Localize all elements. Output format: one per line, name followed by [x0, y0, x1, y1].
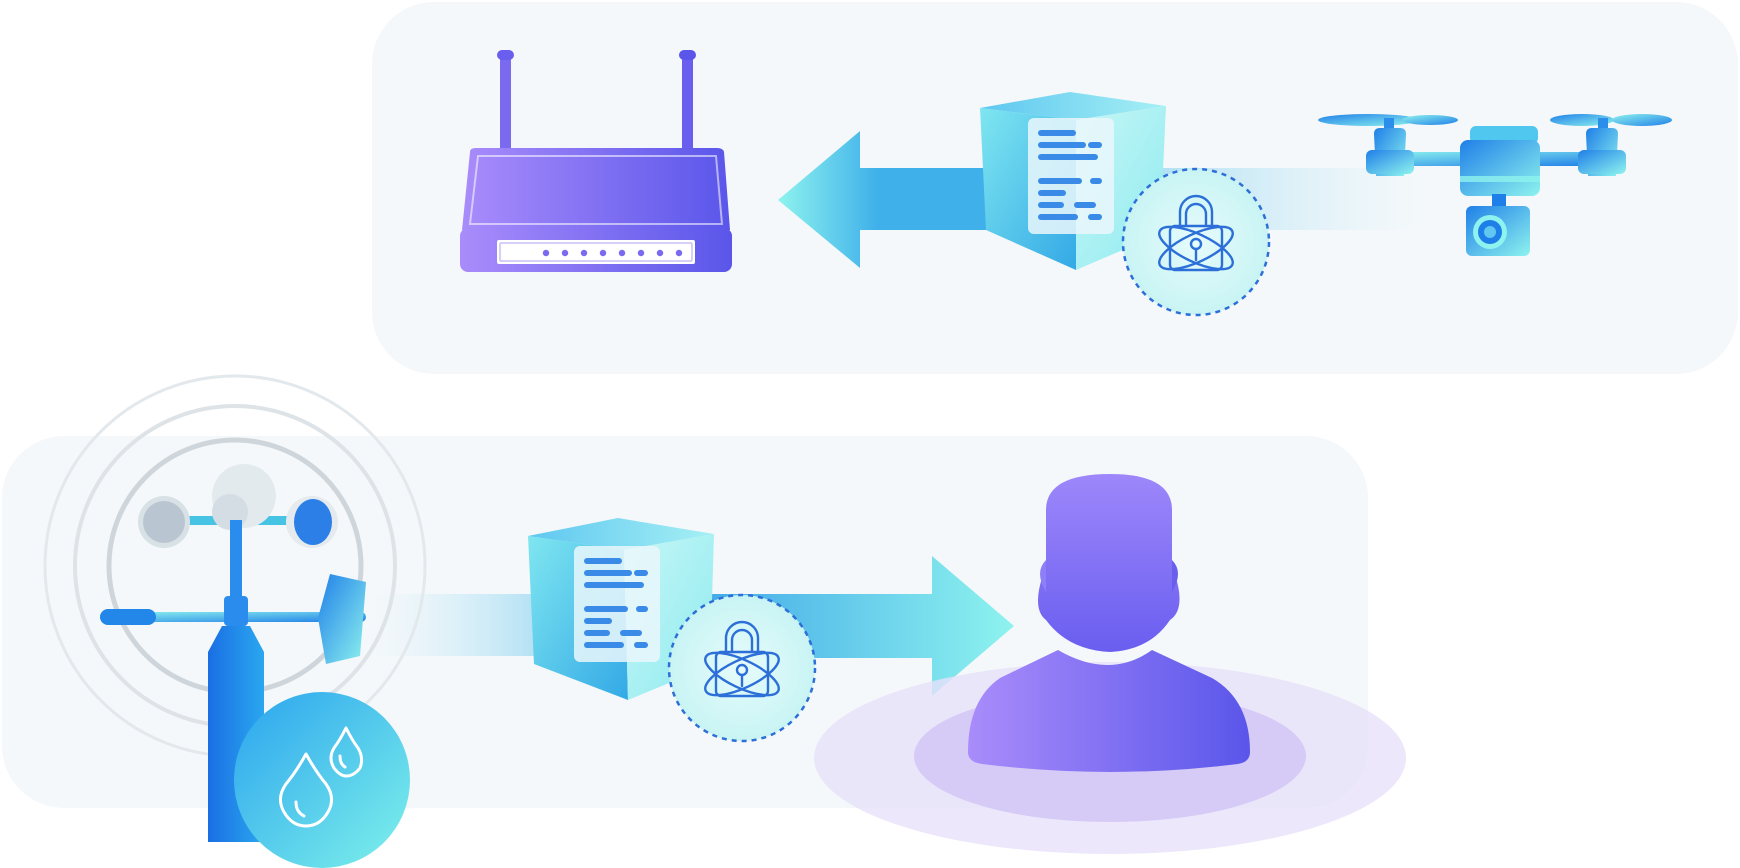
wifi-router-icon — [460, 50, 732, 272]
quantum-lock-icon — [667, 593, 817, 743]
water-drops-icon — [234, 692, 410, 868]
camera-drone-icon — [1318, 114, 1672, 256]
quantum-lock-icon — [1121, 167, 1271, 317]
right-arrow — [690, 556, 1014, 696]
anemometer-weather-station-icon — [100, 464, 366, 842]
left-arrow — [778, 131, 1000, 268]
user-avatar-icon — [968, 474, 1250, 772]
bottom-data-beam — [360, 594, 540, 656]
